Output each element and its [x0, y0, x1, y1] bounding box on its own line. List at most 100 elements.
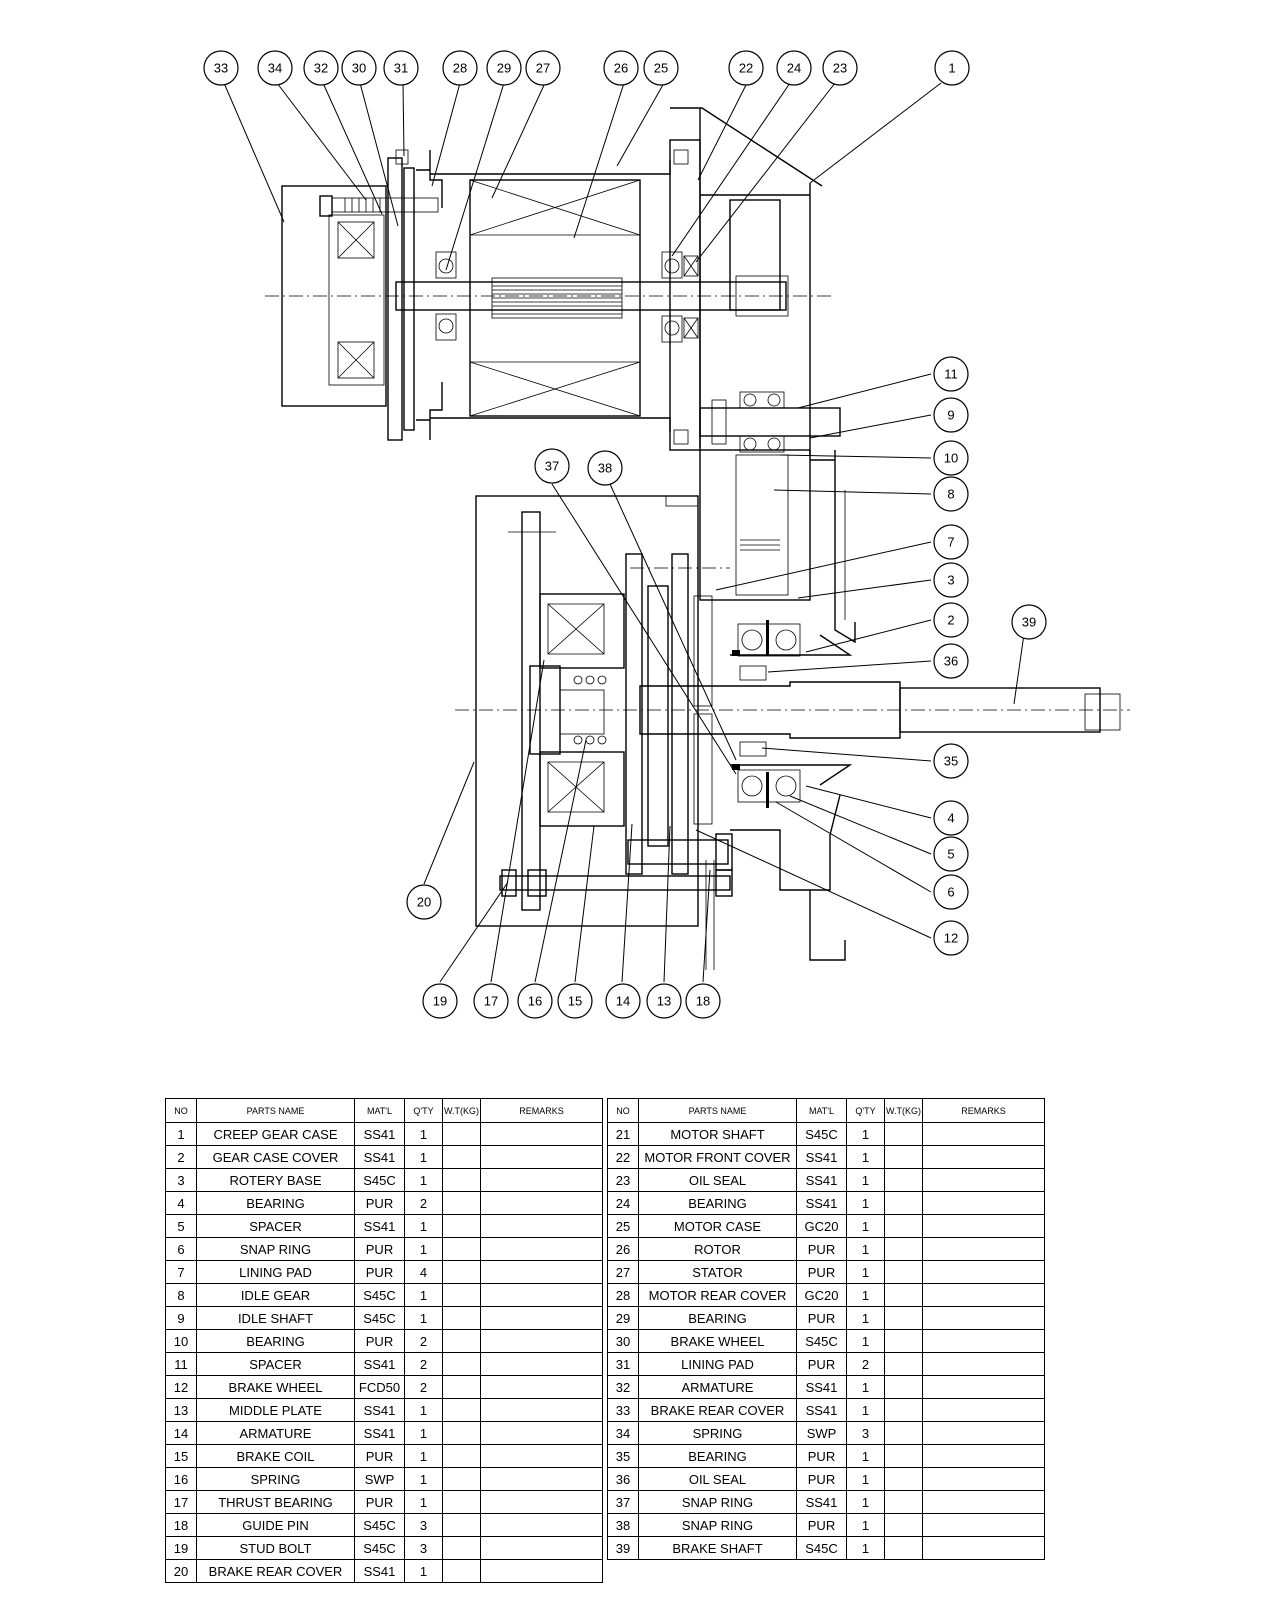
cell-quantity: 3: [404, 1513, 443, 1537]
cell-remarks: [922, 1352, 1045, 1376]
cell-material: SS41: [354, 1145, 405, 1169]
callout-number: 34: [268, 61, 282, 76]
cell-no: 29: [607, 1306, 639, 1330]
cell-no: 34: [607, 1421, 639, 1445]
header-remarks: REMARKS: [922, 1098, 1045, 1123]
cell-weight: [884, 1375, 923, 1399]
cell-parts-name: SNAP RING: [638, 1513, 797, 1537]
cell-parts-name: BEARING: [638, 1191, 797, 1215]
callout-37: 37: [534, 448, 570, 484]
cell-weight: [884, 1352, 923, 1376]
cell-quantity: 1: [846, 1375, 885, 1399]
header-quantity: Q'TY: [846, 1098, 885, 1123]
cell-parts-name: MOTOR REAR COVER: [638, 1283, 797, 1307]
callout-10: 10: [933, 440, 969, 476]
cell-material: PUR: [796, 1260, 847, 1284]
callout-25: 25: [643, 50, 679, 86]
cell-weight: [442, 1283, 481, 1307]
cell-quantity: 1: [846, 1237, 885, 1261]
cell-parts-name: BEARING: [196, 1329, 355, 1353]
header-no: NO: [165, 1098, 197, 1123]
cell-quantity: 1: [404, 1145, 443, 1169]
callout-number: 31: [394, 61, 408, 76]
cell-weight: [442, 1145, 481, 1169]
cell-no: 6: [165, 1237, 197, 1261]
cell-remarks: [922, 1145, 1045, 1169]
cell-remarks: [922, 1536, 1045, 1560]
callout-36: 36: [933, 643, 969, 679]
cell-material: PUR: [796, 1513, 847, 1537]
callout-9: 9: [933, 397, 969, 433]
header-no: NO: [607, 1098, 639, 1123]
cell-weight: [442, 1467, 481, 1491]
cell-remarks: [480, 1467, 603, 1491]
assembly-drawing: 20 33 34 32 30 31 28 29 27 26 25 22 24 2…: [203, 50, 1130, 1019]
cell-remarks: [480, 1513, 603, 1537]
cell-material: S45C: [354, 1306, 405, 1330]
cell-no: 33: [607, 1398, 639, 1422]
cell-quantity: 1: [846, 1444, 885, 1468]
cell-no: 14: [165, 1421, 197, 1445]
cell-no: 19: [165, 1536, 197, 1560]
cell-weight: [884, 1329, 923, 1353]
cell-material: S45C: [354, 1168, 405, 1192]
cell-remarks: [480, 1283, 603, 1307]
header-remarks: REMARKS: [480, 1098, 603, 1123]
callout-29: 29: [486, 50, 522, 86]
cell-quantity: 1: [846, 1191, 885, 1215]
callout-17: 17: [473, 983, 509, 1019]
callout-number: 5: [947, 847, 954, 862]
cell-no: 27: [607, 1260, 639, 1284]
callout-1: 1: [934, 50, 970, 86]
cell-no: 11: [165, 1352, 197, 1376]
cell-parts-name: BRAKE REAR COVER: [196, 1559, 355, 1583]
cell-quantity: 1: [846, 1398, 885, 1422]
cell-quantity: 1: [846, 1329, 885, 1353]
cell-no: 21: [607, 1122, 639, 1146]
cell-quantity: 1: [404, 1398, 443, 1422]
callout-number: 16: [528, 994, 542, 1009]
cell-material: SS41: [354, 1352, 405, 1376]
callout-7: 7: [933, 524, 969, 560]
cell-weight: [442, 1536, 481, 1560]
cell-parts-name: SPACER: [196, 1352, 355, 1376]
cell-no: 12: [165, 1375, 197, 1399]
cell-remarks: [480, 1260, 603, 1284]
cell-no: 30: [607, 1329, 639, 1353]
callout-13: 13: [646, 983, 682, 1019]
callout-number: 3: [947, 573, 954, 588]
callout-number: 39: [1022, 615, 1036, 630]
cell-material: S45C: [796, 1122, 847, 1146]
cell-no: 22: [607, 1145, 639, 1169]
cell-weight: [884, 1444, 923, 1468]
cell-weight: [442, 1398, 481, 1422]
cell-material: SS41: [796, 1191, 847, 1215]
cell-remarks: [480, 1536, 603, 1560]
cell-material: SS41: [354, 1122, 405, 1146]
cell-material: SS41: [354, 1559, 405, 1583]
cell-no: 18: [165, 1513, 197, 1537]
brake-section: [455, 449, 1130, 970]
cell-remarks: [480, 1237, 603, 1261]
cell-parts-name: IDLE SHAFT: [196, 1306, 355, 1330]
cell-material: GC20: [796, 1283, 847, 1307]
callout-5: 5: [933, 836, 969, 872]
cell-parts-name: MIDDLE PLATE: [196, 1398, 355, 1422]
cell-weight: [884, 1214, 923, 1238]
cell-quantity: 1: [846, 1260, 885, 1284]
cell-no: 36: [607, 1467, 639, 1491]
callout-number: 37: [545, 459, 559, 474]
cell-remarks: [922, 1398, 1045, 1422]
callout-number: 18: [696, 994, 710, 1009]
cell-no: 28: [607, 1283, 639, 1307]
callout-number: 32: [314, 61, 328, 76]
